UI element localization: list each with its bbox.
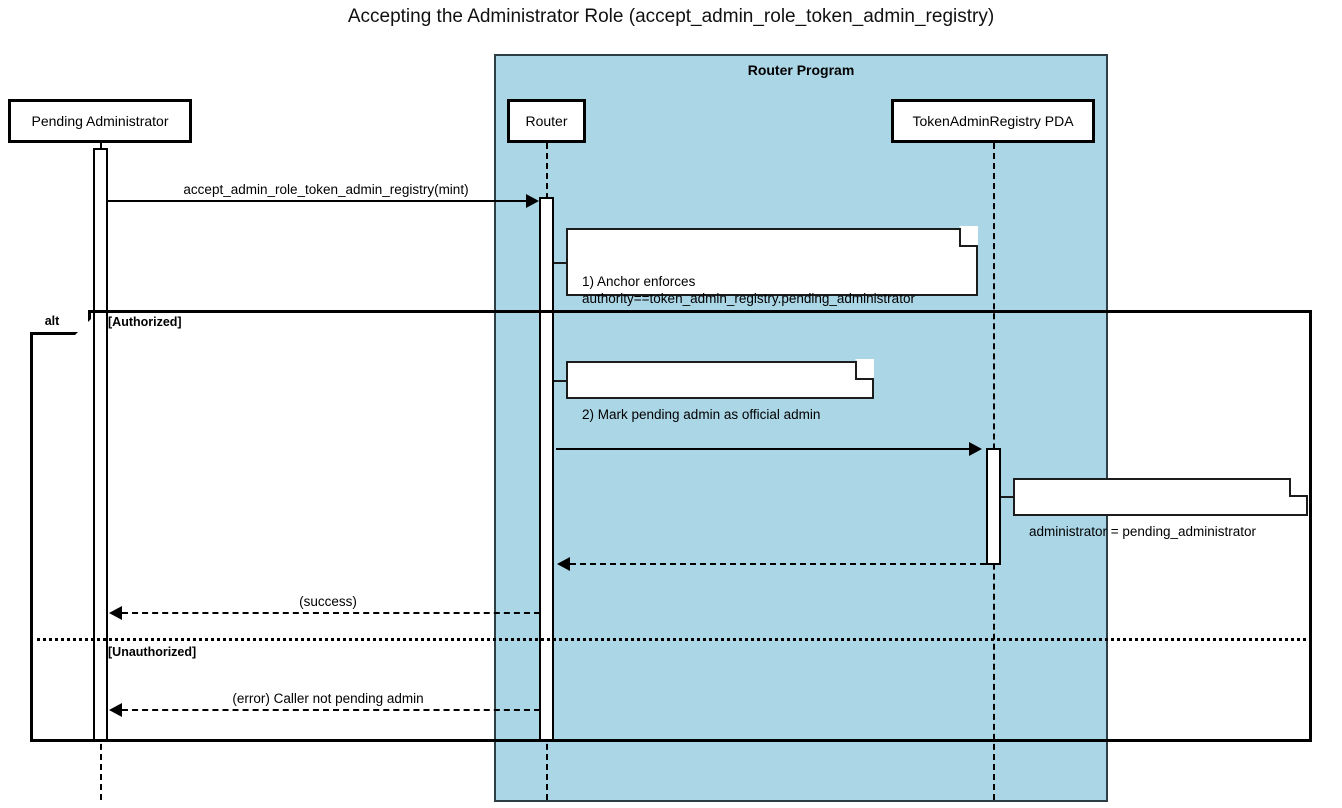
participant-router[interactable]: Router [507,99,586,143]
note-assign-admin-connector [1001,496,1015,498]
msg-call-accept-label: accept_admin_role_token_admin_registry(m… [183,182,469,197]
page-title: Accepting the Administrator Role (accept… [347,6,995,27]
msg-call-accept-line [108,200,531,202]
msg-update-registry-line [556,448,973,450]
msg-success-line [122,612,540,614]
msg-success-arrowhead [109,606,122,620]
note-mark-admin-text: 2) Mark pending admin as official admin [582,406,821,422]
msg-error-arrowhead [109,703,122,717]
note-fold-icon [959,226,978,247]
msg-error-line [122,709,540,711]
note-mark-admin: 2) Mark pending admin as official admin [566,359,874,422]
msg-registry-return-line [570,563,986,565]
msg-call-accept-arrowhead [526,194,539,208]
fragment-alt-operator-label: alt [44,314,60,328]
msg-update-registry-arrowhead [969,442,982,456]
note-anchor-enforces-text: 1) Anchor enforces authority==token_admi… [582,273,915,307]
note-anchor-enforces-connector [554,262,568,264]
msg-registry-return-arrowhead [557,557,570,571]
group-router-program: Router Program [494,54,1108,802]
note-assign-admin: administrator = pending_administrator [1013,476,1308,539]
participant-token-admin-registry-pda-label: TokenAdminRegistry PDA [912,113,1074,129]
group-router-program-label: Router Program [747,62,855,78]
msg-error-label: (error) Caller not pending admin [232,691,424,706]
fragment-alt-operator-tab: alt [30,310,91,335]
participant-pending-administrator[interactable]: Pending Administrator [8,99,192,143]
fragment-alt [30,310,1312,742]
note-assign-admin-text: administrator = pending_administrator [1029,523,1256,539]
msg-success-label: (success) [299,594,357,609]
participant-pending-administrator-label: Pending Administrator [31,113,169,129]
guard-authorized: [Authorized] [108,315,182,329]
participant-router-label: Router [525,113,568,129]
fragment-alt-divider [30,638,1312,641]
activation-token-admin-registry-pda [986,448,1001,565]
note-fold-icon [855,359,874,380]
guard-unauthorized: [Unauthorized] [108,645,197,659]
note-fold-icon [1289,476,1308,497]
note-anchor-enforces: 1) Anchor enforces authority==token_admi… [566,226,978,306]
note-mark-admin-connector [554,380,568,382]
participant-token-admin-registry-pda[interactable]: TokenAdminRegistry PDA [891,99,1095,143]
